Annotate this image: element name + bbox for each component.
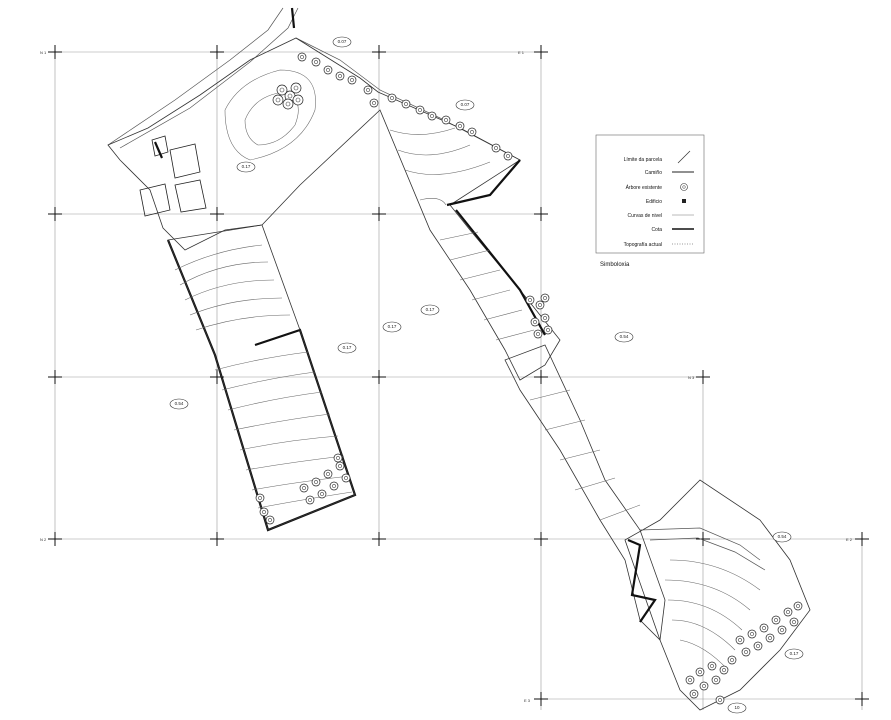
- svg-text:Camiño: Camiño: [645, 170, 662, 176]
- svg-text:Curvas de nivel: Curvas de nivel: [628, 213, 662, 219]
- tree-icon: [680, 183, 688, 191]
- parcel-tag: 0.07: [455, 99, 475, 111]
- coord-mark: E 2: [846, 537, 853, 542]
- parcel-tags: 0.07 0.07 0.17 0.17 0.17 0.17 0.54 0.54 …: [169, 36, 804, 714]
- svg-text:Cota: Cota: [651, 227, 662, 233]
- legend-row: Cota: [651, 227, 694, 233]
- legend-row: Árbore existente: [626, 183, 688, 191]
- tree-row-north: [297, 52, 513, 161]
- svg-text:10: 10: [734, 705, 740, 710]
- svg-text:Límite da parcela: Límite da parcela: [624, 157, 663, 163]
- parcel-tag: 0.17: [420, 304, 440, 316]
- legend-title: Simboloxia: [600, 262, 630, 268]
- contour-lines: [174, 69, 761, 671]
- grid-crosses: [48, 45, 869, 706]
- legend: Simboloxia Topografía actual Límite da p…: [595, 134, 705, 268]
- parcel-upper: [107, 37, 561, 381]
- legend-row: Topografía actual: [624, 242, 694, 248]
- svg-text:0.17: 0.17: [343, 345, 352, 350]
- parcel-tag: 10: [727, 702, 747, 714]
- parcel-tag: 0.17: [236, 161, 256, 173]
- parcel-tag: 0.54: [169, 398, 189, 410]
- buildings: [139, 135, 207, 217]
- tree-cluster-middle: [525, 293, 553, 339]
- parcel-tag: 0.54: [614, 331, 634, 343]
- tree-cluster-lower-left: [255, 453, 351, 525]
- coord-mark: E 1: [518, 50, 525, 55]
- svg-text:0.17: 0.17: [388, 324, 397, 329]
- coord-mark: N 2: [40, 537, 47, 542]
- legend-box: [595, 134, 705, 254]
- parcel-tag: 0.54: [772, 531, 792, 543]
- tree-cluster-southeast: [685, 601, 803, 705]
- svg-text:0.07: 0.07: [338, 39, 347, 44]
- parcel-southeast: [624, 479, 811, 711]
- access-road: [107, 7, 521, 161]
- reference-grid: [54, 51, 863, 710]
- svg-text:0.17: 0.17: [242, 164, 251, 169]
- coord-mark: E 3: [524, 698, 531, 703]
- coordinate-marks: N 1 N 2 N 3 E 1 E 2 E 3: [40, 50, 853, 703]
- svg-text:0.07: 0.07: [461, 102, 470, 107]
- svg-text:0.17: 0.17: [426, 307, 435, 312]
- legend-row: Límite da parcela: [624, 150, 691, 164]
- arrow-icon: [677, 150, 691, 164]
- parcel-strip: [504, 344, 666, 641]
- coord-mark: N 3: [688, 375, 695, 380]
- parcel-tag: 0.17: [337, 342, 357, 354]
- tree-cluster-top: [272, 82, 304, 110]
- parcel-tag: 0.17: [784, 648, 804, 660]
- svg-text:0.17: 0.17: [790, 651, 799, 656]
- legend-row: Camiño: [645, 170, 694, 176]
- svg-text:Edificio: Edificio: [646, 199, 662, 205]
- svg-text:0.54: 0.54: [175, 401, 184, 406]
- legend-row: Curvas de nivel: [628, 213, 694, 219]
- legend-row: Edificio: [646, 199, 686, 205]
- existing-trees: [255, 52, 803, 705]
- parcel-tag: 0.07: [332, 36, 352, 48]
- svg-text:0.54: 0.54: [778, 534, 787, 539]
- building-icon: [682, 199, 686, 203]
- svg-text:Topografía actual: Topografía actual: [624, 242, 662, 248]
- coord-mark: N 1: [40, 50, 47, 55]
- svg-text:Árbore existente: Árbore existente: [626, 184, 663, 191]
- parcel-lower: [167, 224, 356, 531]
- svg-text:0.54: 0.54: [620, 334, 629, 339]
- parcel-lower-boundary: [166, 239, 357, 532]
- parcel-tag: 0.17: [382, 321, 402, 333]
